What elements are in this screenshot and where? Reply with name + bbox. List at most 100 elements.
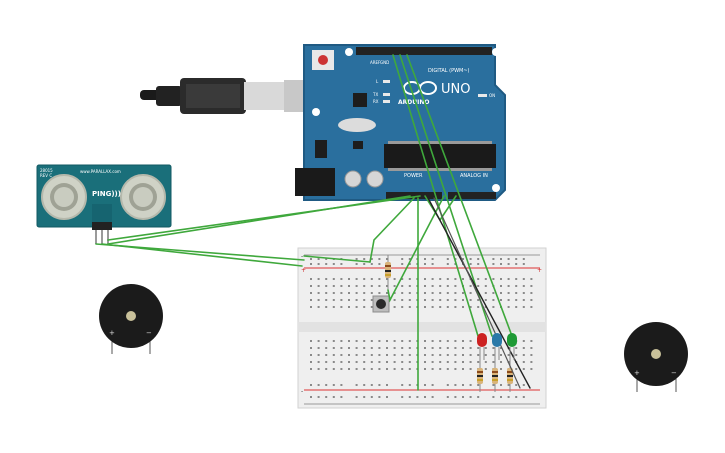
breadboard-hole[interactable] bbox=[401, 292, 404, 294]
breadboard-hole[interactable] bbox=[340, 278, 343, 280]
wires[interactable] bbox=[95, 54, 531, 391]
breadboard-hole[interactable] bbox=[332, 299, 335, 301]
breadboard-hole[interactable] bbox=[317, 263, 320, 265]
breadboard-hole[interactable] bbox=[386, 354, 388, 356]
breadboard-hole[interactable] bbox=[462, 258, 464, 260]
breadboard-hole[interactable] bbox=[332, 278, 335, 280]
breadboard-hole[interactable] bbox=[424, 354, 426, 356]
breadboard-hole[interactable] bbox=[408, 306, 411, 308]
breadboard-hole[interactable] bbox=[492, 354, 495, 356]
breadboard-hole[interactable] bbox=[507, 396, 510, 398]
breadboard-hole[interactable] bbox=[310, 258, 312, 260]
breadboard-hole[interactable] bbox=[439, 347, 442, 349]
breadboard-hole[interactable] bbox=[515, 396, 518, 398]
breadboard-hole[interactable] bbox=[507, 278, 510, 280]
breadboard-hole[interactable] bbox=[515, 263, 518, 265]
breadboard-hole[interactable] bbox=[332, 347, 335, 349]
breadboard-hole[interactable] bbox=[507, 299, 510, 301]
breadboard-hole[interactable] bbox=[317, 384, 320, 386]
breadboard-hole[interactable] bbox=[325, 354, 328, 356]
breadboard-hole[interactable] bbox=[522, 263, 525, 265]
breadboard-hole[interactable] bbox=[378, 361, 381, 363]
breadboard-hole[interactable] bbox=[424, 263, 426, 265]
breadboard-hole[interactable] bbox=[325, 384, 328, 386]
breadboard-hole[interactable] bbox=[310, 299, 312, 301]
breadboard-hole[interactable] bbox=[515, 258, 518, 260]
breadboard-hole[interactable] bbox=[500, 278, 502, 280]
breadboard-hole[interactable] bbox=[363, 347, 366, 349]
breadboard-hole[interactable] bbox=[408, 361, 411, 363]
breadboard-hole[interactable] bbox=[507, 384, 510, 386]
breadboard-hole[interactable] bbox=[462, 384, 464, 386]
breadboard-hole[interactable] bbox=[439, 285, 442, 287]
breadboard-hole[interactable] bbox=[370, 368, 373, 370]
breadboard-hole[interactable] bbox=[393, 347, 396, 349]
breadboard-hole[interactable] bbox=[332, 368, 335, 370]
breadboard-hole[interactable] bbox=[317, 396, 320, 398]
breadboard-hole[interactable] bbox=[378, 292, 381, 294]
breadboard-hole[interactable] bbox=[500, 384, 502, 386]
breadboard-hole[interactable] bbox=[355, 396, 358, 398]
breadboard-hole[interactable] bbox=[363, 278, 366, 280]
breadboard-hole[interactable] bbox=[500, 361, 502, 363]
breadboard-hole[interactable] bbox=[393, 285, 396, 287]
breadboard-hole[interactable] bbox=[310, 263, 312, 265]
breadboard-hole[interactable] bbox=[500, 368, 502, 370]
breadboard-hole[interactable] bbox=[477, 299, 480, 301]
breadboard-hole[interactable] bbox=[522, 368, 525, 370]
breadboard-hole[interactable] bbox=[325, 347, 328, 349]
breadboard-hole[interactable] bbox=[522, 347, 525, 349]
breadboard-hole[interactable] bbox=[500, 263, 502, 265]
breadboard-hole[interactable] bbox=[317, 258, 320, 260]
breadboard-hole[interactable] bbox=[355, 347, 358, 349]
breadboard-hole[interactable] bbox=[401, 396, 404, 398]
breadboard-hole[interactable] bbox=[348, 354, 350, 356]
breadboard-hole[interactable] bbox=[530, 347, 533, 349]
breadboard-hole[interactable] bbox=[370, 306, 373, 308]
breadboard-hole[interactable] bbox=[492, 292, 495, 294]
breadboard-hole[interactable] bbox=[446, 354, 449, 356]
breadboard-hole[interactable] bbox=[439, 299, 442, 301]
breadboard-hole[interactable] bbox=[401, 347, 404, 349]
breadboard-hole[interactable] bbox=[500, 299, 502, 301]
breadboard-hole[interactable] bbox=[325, 306, 328, 308]
breadboard-hole[interactable] bbox=[378, 368, 381, 370]
breadboard-hole[interactable] bbox=[401, 368, 404, 370]
breadboard-hole[interactable] bbox=[340, 361, 343, 363]
breadboard-hole[interactable] bbox=[408, 292, 411, 294]
breadboard-hole[interactable] bbox=[363, 263, 366, 265]
breadboard-hole[interactable] bbox=[515, 278, 518, 280]
breadboard-hole[interactable] bbox=[446, 278, 449, 280]
breadboard-hole[interactable] bbox=[317, 368, 320, 370]
breadboard-hole[interactable] bbox=[355, 258, 358, 260]
breadboard-hole[interactable] bbox=[408, 258, 411, 260]
breadboard-hole[interactable] bbox=[446, 368, 449, 370]
breadboard-hole[interactable] bbox=[340, 384, 343, 386]
breadboard-hole[interactable] bbox=[310, 368, 312, 370]
buzzer-left[interactable]: + − bbox=[99, 284, 163, 354]
breadboard-hole[interactable] bbox=[378, 347, 381, 349]
breadboard-hole[interactable] bbox=[477, 396, 480, 398]
breadboard-hole[interactable] bbox=[492, 258, 495, 260]
breadboard-hole[interactable] bbox=[462, 340, 464, 342]
power-header[interactable] bbox=[386, 192, 442, 199]
breadboard-hole[interactable] bbox=[332, 292, 335, 294]
breadboard-hole[interactable] bbox=[446, 384, 449, 386]
breadboard-hole[interactable] bbox=[355, 361, 358, 363]
breadboard-hole[interactable] bbox=[446, 299, 449, 301]
breadboard-hole[interactable] bbox=[363, 361, 366, 363]
breadboard-hole[interactable] bbox=[378, 384, 381, 386]
breadboard-hole[interactable] bbox=[355, 285, 358, 287]
breadboard-hole[interactable] bbox=[507, 354, 510, 356]
breadboard-hole[interactable] bbox=[325, 368, 328, 370]
breadboard-hole[interactable] bbox=[507, 263, 510, 265]
breadboard-hole[interactable] bbox=[317, 361, 320, 363]
breadboard-hole[interactable] bbox=[355, 263, 358, 265]
breadboard-hole[interactable] bbox=[408, 368, 411, 370]
breadboard-hole[interactable] bbox=[439, 368, 442, 370]
breadboard-hole[interactable] bbox=[355, 384, 358, 386]
breadboard-hole[interactable] bbox=[408, 285, 411, 287]
breadboard-hole[interactable] bbox=[363, 340, 366, 342]
push-button[interactable] bbox=[372, 295, 390, 313]
breadboard-hole[interactable] bbox=[439, 306, 442, 308]
